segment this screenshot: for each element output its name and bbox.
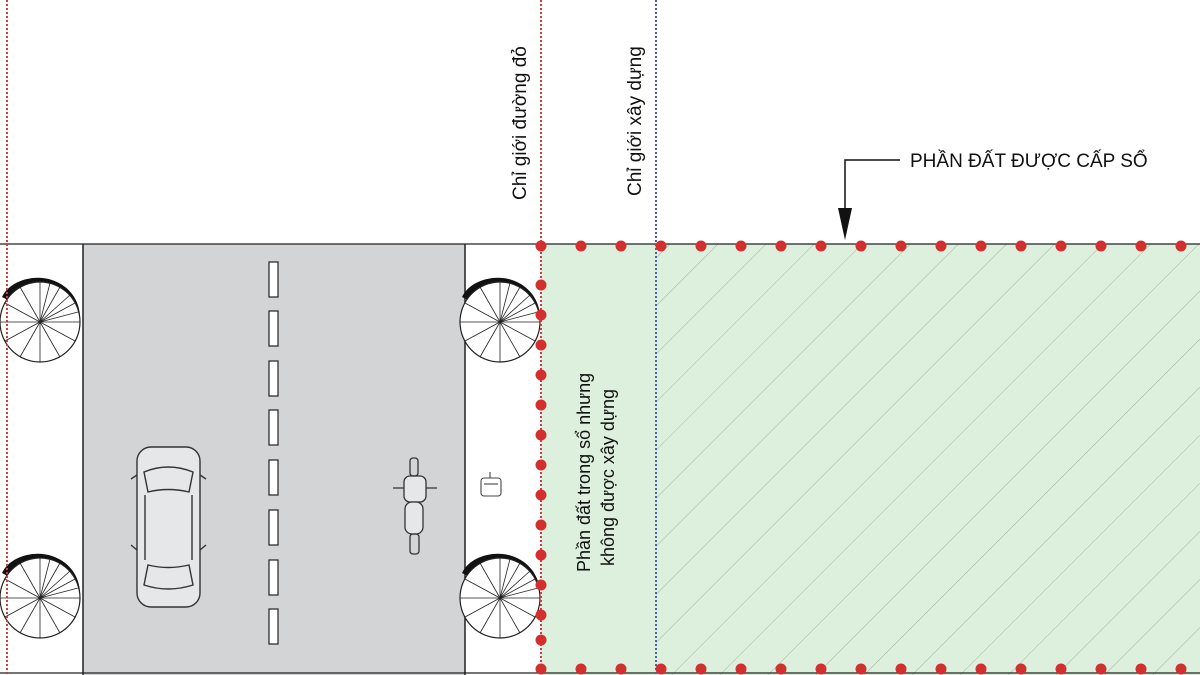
tree-icon	[459, 553, 541, 639]
tree-icon	[0, 553, 81, 639]
lane-divider	[268, 261, 279, 645]
car-icon	[130, 446, 207, 608]
titled-land-label: PHẦN ĐẤT ĐƯỢC CẤP SỔ	[910, 150, 1148, 172]
motorbike-icon	[393, 457, 437, 555]
setback-label-line1: Phần đất trong sổ nhưng	[574, 373, 594, 572]
setback-label-line2: không được xây dựng	[598, 389, 618, 566]
arrow-down-icon	[838, 159, 900, 240]
bicycle-icon	[480, 472, 502, 497]
tree-icon	[0, 277, 81, 363]
boundary-dots	[535, 240, 1187, 675]
build-boundary-label: Chỉ giới xây dựng	[625, 46, 646, 196]
titled-land-hatch	[656, 244, 1200, 675]
tree-icon	[459, 277, 541, 363]
red-boundary-label: Chỉ giới đường đỏ	[510, 46, 531, 200]
setback-area	[541, 244, 656, 675]
